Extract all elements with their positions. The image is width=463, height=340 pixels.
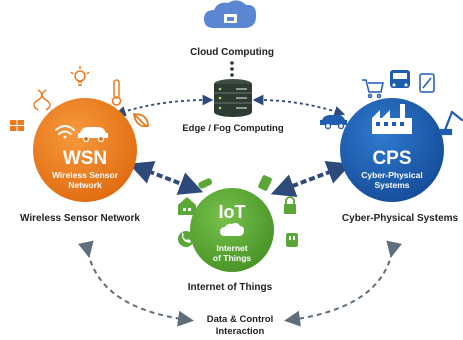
remote-icon <box>258 175 272 191</box>
plug-icon <box>286 233 298 247</box>
cps-subtitle-line2: Systems <box>375 180 410 190</box>
cps-caption: Cyber-Physical Systems <box>342 213 459 224</box>
lightbulb-icon <box>70 66 90 86</box>
iot-caption: Internet of Things <box>188 282 273 293</box>
iot-subtitle-line1: Internet <box>216 243 247 253</box>
cloud-monitor-icon <box>204 0 257 28</box>
dna-icon <box>33 89 51 111</box>
edge-cps-link <box>252 94 346 117</box>
server-stack-icon <box>214 79 252 117</box>
solar-panel-icon <box>10 120 24 131</box>
cps-title: CPS <box>372 148 411 169</box>
car-side-icon <box>320 115 347 130</box>
wsn-title: WSN <box>63 148 107 169</box>
edge-label: Edge / Fog Computing <box>182 123 284 134</box>
wsn-subtitle-line1: Wireless Sensor <box>52 170 119 180</box>
iot-node <box>190 188 274 272</box>
phone-icon <box>178 231 194 247</box>
interaction-arc-right <box>284 240 402 327</box>
wsn-iot-link <box>128 161 204 195</box>
wsn-caption: Wireless Sensor Network <box>20 213 140 224</box>
cloud-icon <box>220 222 244 236</box>
bus-icon <box>390 70 410 88</box>
cps-subtitle-line1: Cyber-Physical <box>361 170 422 180</box>
leaf-icon <box>132 113 149 128</box>
thermometer-icon <box>111 79 122 106</box>
iot-title: IoT <box>219 202 246 222</box>
iot-subtitle-line2: of Things <box>213 253 252 263</box>
cps-iot-link <box>270 161 352 197</box>
lock-icon <box>284 196 296 214</box>
cloud-label: Cloud Computing <box>190 47 274 58</box>
house-icon <box>178 197 196 215</box>
interaction-arc-left <box>78 240 194 327</box>
interaction-label-line2: Interaction <box>216 326 265 337</box>
car-icon <box>78 127 108 143</box>
watch-icon <box>198 178 213 189</box>
trolley-icon <box>362 79 384 99</box>
wsn-subtitle-line2: Network <box>68 180 102 190</box>
wsn-node <box>33 98 137 202</box>
cps-node <box>340 98 444 202</box>
robot-arm-icon <box>439 110 463 136</box>
interaction-label-line1: Data & Control <box>207 314 274 325</box>
edge-wsn-link <box>114 94 214 117</box>
cloud-link-dots <box>230 61 234 77</box>
phone-device-icon <box>419 73 435 93</box>
factory-icon <box>372 104 412 134</box>
wifi-icon <box>55 125 75 139</box>
